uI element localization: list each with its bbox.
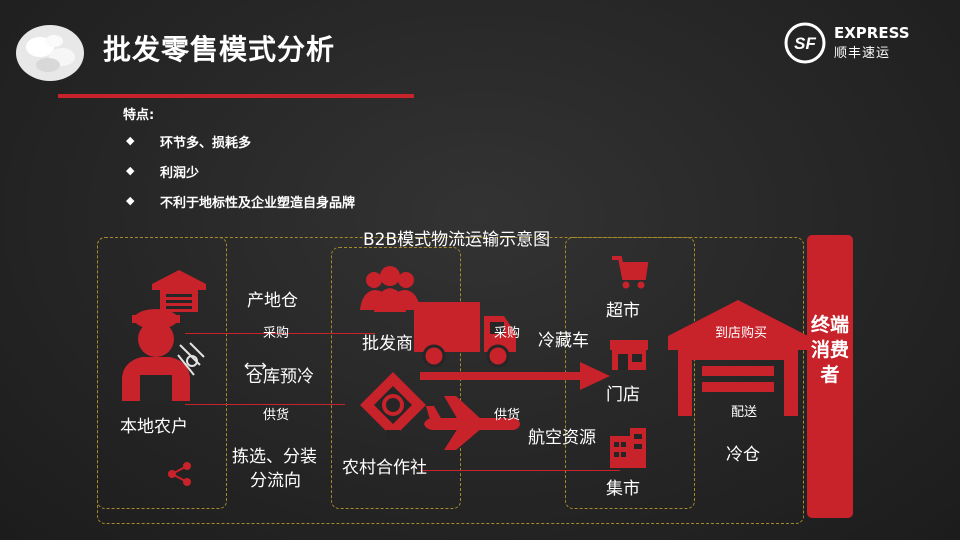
farmer-label: 本地农户 [120,417,188,437]
farmer-icon [122,309,205,401]
features-heading: 特点: [123,108,155,123]
feature-item: 环节多、损耗多 [160,136,252,151]
sf-logo-icon: SF [784,22,826,64]
end-consumer-label: 终端消费者 [810,314,849,386]
connector-line [420,470,620,471]
cooperative-label: 农村合作社 [342,458,427,478]
delivery-label: 配送 [731,405,758,420]
purchase-label: 采购 [263,326,290,341]
svg-text:SF: SF [794,34,816,53]
market-building-icon [610,428,646,468]
cold-storage-label: 冷仓 [726,445,760,465]
market-label: 集市 [606,479,640,499]
wholesaler-icon [360,266,420,312]
sf-express-logo: SF EXPRESS 顺丰速运 [782,18,922,68]
farmer-frame [97,237,227,509]
rice-image [16,25,84,81]
sorting-label: 分流向 [250,471,301,491]
feature-item: 利润少 [160,166,200,181]
page-title: 批发零售模式分析 [103,33,336,66]
origin-warehouse-label: 产地仓 [247,291,298,311]
bullet-icon: ◆ [126,194,135,207]
shopping-cart-icon [612,256,649,289]
wholesaler-label: 批发商 [362,334,413,354]
bullet-icon: ◆ [126,164,135,177]
arrows-icon: ⟷ [244,356,267,375]
supermarket-label: 超市 [606,301,640,321]
cold-truck-label: 冷藏车 [538,331,589,351]
sorting-label: 拣选、分装 [232,447,317,467]
share-icon [168,462,191,486]
cold-warehouse-icon [668,300,808,416]
store-label: 门店 [606,385,640,405]
diagram-title: B2B模式物流运输示意图 [363,230,551,250]
precool-label: 仓库预冷 [246,367,314,387]
cooperative-logo-icon [360,372,426,442]
airplane-icon [424,396,520,450]
logo-brand-cn: 顺丰速运 [834,46,891,61]
purchase-label: 采购 [494,326,521,341]
supply-label: 供货 [494,408,521,423]
buy-in-store-label: 到店购买 [715,326,768,341]
truck-icon [414,302,516,368]
warehouse-icon [152,270,206,312]
logo-brand-en: EXPRESS [834,24,910,42]
store-icon [610,340,648,370]
connector-line [185,404,345,405]
feature-item: 不利于地标性及企业塑造自身品牌 [160,196,356,211]
connector-line [185,333,375,334]
supply-label: 供货 [263,408,290,423]
bullet-icon: ◆ [126,134,135,147]
air-resources-label: 航空资源 [528,428,596,448]
end-consumer-bar: 终端消费者 [807,235,853,518]
flow-arrow-icon [420,362,610,390]
title-underline [58,94,414,98]
